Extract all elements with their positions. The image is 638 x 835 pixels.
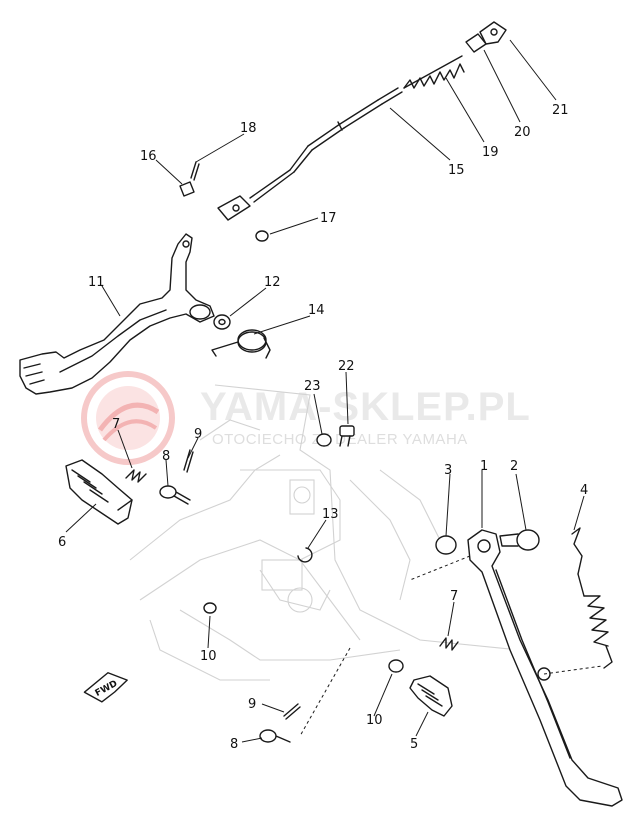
- sidestand-spring-part-4: [571, 527, 613, 669]
- footrest-spring-part-7-left: [125, 469, 147, 483]
- cotter-pin-part-18: [190, 161, 200, 181]
- callout-7-left: 7: [112, 417, 120, 432]
- callout-14: 14: [308, 303, 325, 318]
- washer-part-10-right: [388, 659, 404, 673]
- fwd-arrow: FWD: [83, 672, 128, 703]
- callout-16: 16: [140, 149, 157, 164]
- washer-part-17: [255, 230, 269, 242]
- watermark-tagline: OTOCIECHO Z | DEALER YAMAHA: [212, 431, 468, 448]
- pivot-pin-part-8-left: [159, 485, 191, 505]
- callout-22: 22: [338, 359, 355, 374]
- frame-phantom: [129, 384, 521, 681]
- footrest-spring-part-7-right: [439, 637, 459, 651]
- callout-9-right: 9: [248, 697, 256, 712]
- cotter-pin-part-9-right: [283, 703, 301, 720]
- callout-8-left: 8: [162, 449, 170, 464]
- rod-joint-part-16: [179, 181, 251, 221]
- circlip-part-13: [297, 547, 313, 563]
- callout-6: 6: [58, 535, 66, 550]
- callout-13: 13: [322, 507, 339, 522]
- washer-part-12: [213, 314, 231, 330]
- footrest-part-6: [65, 459, 133, 525]
- clevis-part-21: [479, 21, 507, 45]
- callout-11: 11: [88, 275, 105, 290]
- callout-20: 20: [514, 125, 531, 140]
- return-spring-part-19: [403, 55, 465, 89]
- brake-rod-part-15: [249, 87, 403, 203]
- bolt-part-22: [339, 425, 355, 447]
- callout-7-right: 7: [450, 589, 458, 604]
- callout-3: 3: [444, 463, 452, 478]
- callout-23: 23: [304, 379, 321, 394]
- callout-19: 19: [482, 145, 499, 160]
- callout-21: 21: [552, 103, 569, 118]
- callout-12: 12: [264, 275, 281, 290]
- torsion-spring-part-14: [211, 329, 271, 359]
- watermark: YAMA-SKLEP.PL OTOCIECHO Z | DEALER YAMAH…: [81, 371, 531, 465]
- callout-18: 18: [240, 121, 257, 136]
- collar-part-3: [435, 535, 457, 555]
- bushing-part-23: [316, 433, 332, 447]
- callout-10-right: 10: [366, 713, 383, 728]
- callout-4: 4: [580, 483, 588, 498]
- callout-1: 1: [480, 459, 488, 474]
- footrest-part-5: [409, 675, 453, 717]
- pivot-bolt-part-2: [499, 529, 540, 551]
- watermark-brand: YAMA-SKLEP.PL: [200, 385, 531, 429]
- callout-labels: 1 2 3 4 5 6 7 7 8 8 9 9 10 10 11 12 13 1…: [58, 103, 588, 752]
- pivot-pin-part-8-right: [259, 729, 291, 743]
- callout-9-left: 9: [194, 427, 202, 442]
- callout-2: 2: [510, 459, 518, 474]
- brake-pedal-part-11: [19, 233, 215, 395]
- leader-lines: [65, 39, 603, 743]
- callout-10-left: 10: [200, 649, 217, 664]
- adjuster-nut-part-20: [465, 33, 487, 53]
- sidestand-part-1: [467, 529, 623, 807]
- callout-5: 5: [410, 737, 418, 752]
- callout-8-right: 8: [230, 737, 238, 752]
- cotter-pin-part-9-left: [183, 449, 194, 473]
- callout-17: 17: [320, 211, 337, 226]
- watermark-logo: [81, 371, 175, 465]
- callout-15: 15: [448, 163, 465, 178]
- washer-part-10-left: [203, 602, 217, 614]
